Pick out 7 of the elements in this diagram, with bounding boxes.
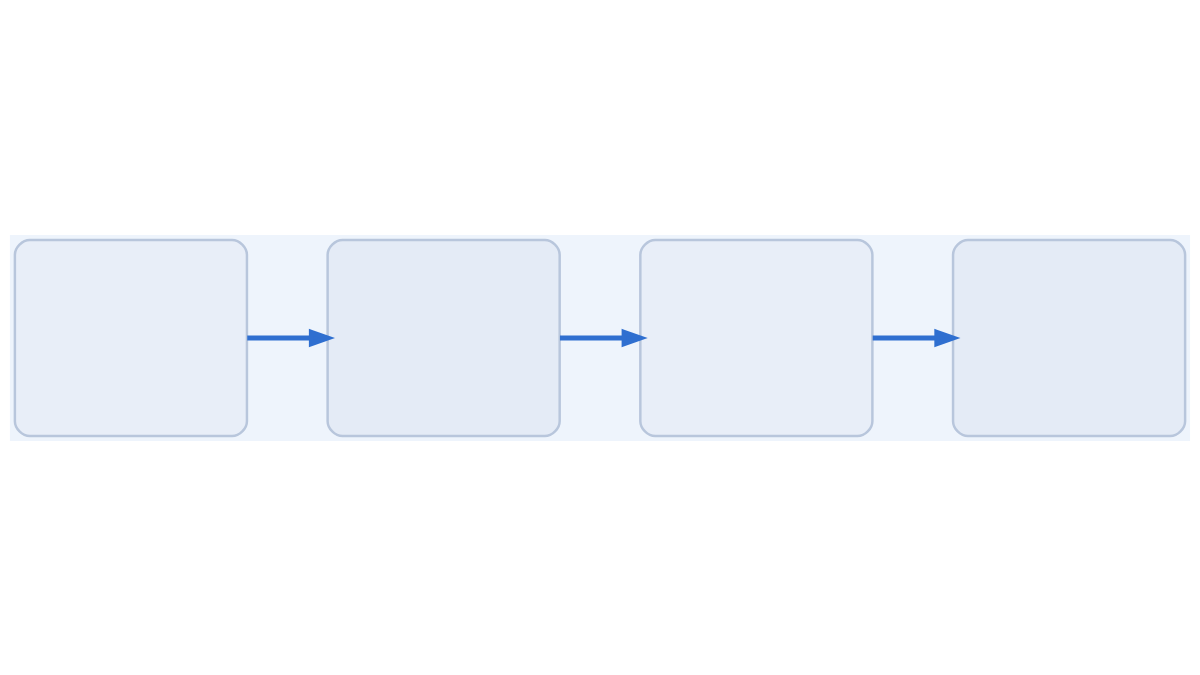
arrow: [247, 328, 335, 347]
node-box: [326, 238, 561, 437]
node-box: [951, 238, 1187, 437]
arrow: [872, 328, 961, 347]
arrow: [559, 328, 648, 347]
node-box: [13, 238, 249, 437]
node-box: [639, 238, 874, 437]
